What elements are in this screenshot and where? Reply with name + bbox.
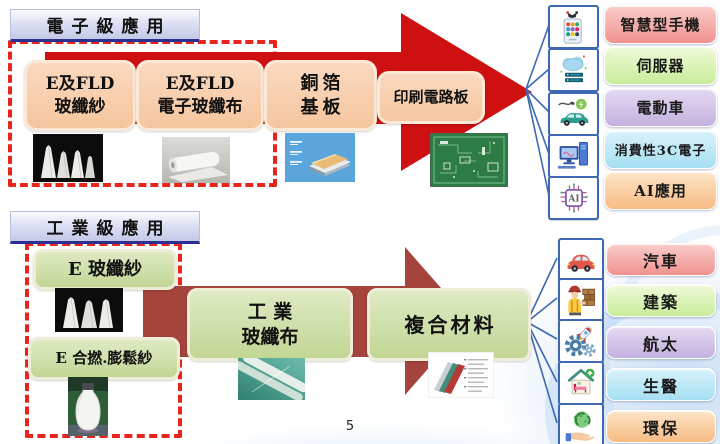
app-icon-tile-ev-car (548, 92, 599, 136)
glass-yarn-bobbins-photo (33, 134, 103, 182)
process-step-industrial-fabric: 工 業 玻纖布 (187, 288, 353, 361)
material-e-glass-yarn: E 玻纖紗 (33, 249, 177, 290)
process-step-e-fld-yarn: E及FLD 玻纖紗 (24, 60, 136, 131)
app-icon-tile-smartphone (548, 5, 599, 49)
car-icon (567, 254, 595, 272)
page-number: 5 (345, 419, 355, 434)
e-twisted-bulky-yarn-photo (68, 377, 108, 436)
app-label-biomedical: 生醫 (606, 368, 716, 401)
svg-text:AI: AI (567, 195, 579, 205)
server-icon (559, 55, 587, 83)
step-label-line: 玻纖布 (241, 325, 299, 348)
consumer-3c-icon (557, 142, 588, 169)
app-label-construction: 建築 (606, 284, 716, 317)
app-label-automotive: 汽車 (606, 243, 716, 276)
recycle-icon (565, 411, 595, 442)
step-label-line: 基板 (300, 96, 345, 118)
process-step-e-fld-fabric: E及FLD 電子玻纖布 (136, 60, 264, 131)
step-label-line: 玻纖紗 (54, 96, 106, 117)
app-label-aerospace: 航太 (606, 326, 716, 359)
step-label-line: 電子玻纖布 (157, 96, 243, 117)
ai-chip-icon: AI (559, 183, 588, 213)
app-icon-tile-car (558, 238, 604, 282)
composite-material-photo (428, 352, 494, 398)
e-glass-yarn-photo (55, 288, 123, 332)
electronic-connector-lines (525, 24, 550, 197)
app-label-consumer-3c: 消費性3C電子 (604, 130, 717, 169)
app-icon-tile-biomedical (558, 361, 604, 405)
app-label-ai: AI應用 (604, 171, 717, 210)
step-label-line: 印刷電路板 (393, 87, 469, 106)
app-label-ev-car: 電動車 (604, 88, 717, 127)
section-header-industrial: 工業級應用 (10, 211, 200, 244)
app-label-eco: 環保 (606, 410, 716, 443)
step-label-line: 銅箔 (300, 73, 345, 95)
process-step-composite-material: 複合材料 (367, 288, 531, 361)
ev-car-icon (557, 98, 588, 126)
app-label-smartphone: 智慧型手機 (604, 5, 717, 44)
process-step-pcb: 印刷電路板 (377, 71, 485, 124)
process-step-copper-clad-laminate: 銅箔 基板 (264, 60, 377, 131)
industrial-connector-lines (526, 257, 558, 424)
app-icon-tile-eco (558, 403, 604, 444)
app-icon-tile-aerospace (558, 319, 604, 363)
step-label-line: 複合材料 (404, 312, 497, 337)
industrial-fabric-roll-photo (238, 358, 305, 400)
copper-clad-laminate-photo (285, 133, 355, 182)
step-label-line: E及FLD (45, 74, 115, 95)
electronic-glass-fabric-roll-photo (162, 137, 230, 183)
step-label-line: E及FLD (165, 74, 235, 95)
section-header-electronic: 電子級應用 (10, 9, 200, 42)
material-e-twisted-bulky-yarn: E 合撚.膨鬆紗 (28, 337, 180, 380)
app-icon-tile-construction (558, 278, 604, 322)
printed-circuit-board-photo (430, 133, 508, 187)
app-icon-tile-server (548, 48, 599, 92)
app-icon-tile-ai: AI (548, 176, 599, 220)
smartphone-icon (563, 11, 582, 44)
app-icon-tile-consumer-3c (548, 134, 599, 178)
aerospace-icon (564, 326, 596, 357)
step-label-line: 工 業 (247, 300, 293, 323)
biomed-icon (567, 368, 595, 395)
app-label-server: 伺服器 (604, 46, 717, 85)
construction-icon (568, 285, 595, 316)
